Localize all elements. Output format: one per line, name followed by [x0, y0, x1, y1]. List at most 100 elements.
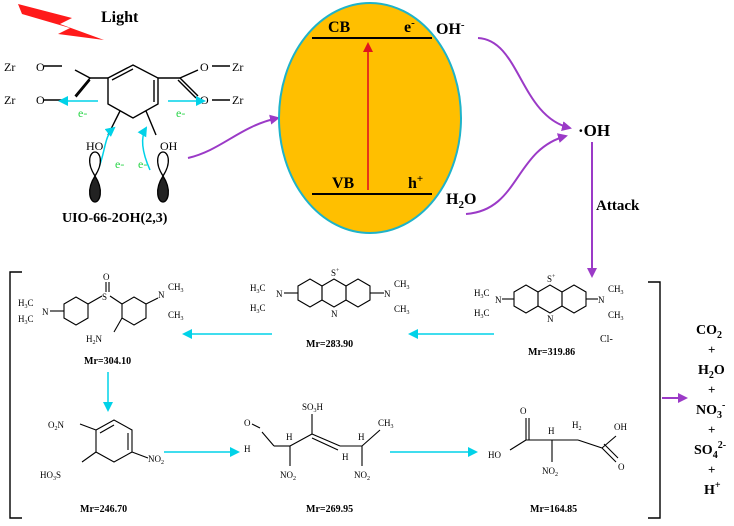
svg-text:N: N: [598, 295, 605, 305]
svg-text:CH3: CH3: [168, 282, 184, 294]
p-orbital-icon: [157, 151, 169, 203]
intermediate-6-substituents: O HO H NO2 H2 OH O: [488, 406, 627, 478]
oxygen-label: O: [36, 60, 45, 74]
svg-text:CH3: CH3: [168, 310, 184, 322]
svg-text:NO2: NO2: [542, 466, 558, 478]
svg-text:H3C: H3C: [18, 314, 34, 326]
electron-label: e-: [78, 106, 87, 120]
molecule-intermediate-3: [50, 282, 159, 333]
product-nitrate: NO3-: [696, 400, 725, 421]
svg-text:OH: OH: [614, 422, 627, 432]
hole-symbol: h+: [408, 173, 423, 192]
oxygen-label: O: [36, 93, 45, 107]
svg-text:NO2: NO2: [280, 470, 296, 482]
svg-text:N: N: [384, 289, 391, 299]
svg-text:CH3: CH3: [394, 279, 410, 291]
svg-text:O: O: [244, 418, 251, 428]
molecular-mass-label: Mr=269.95: [306, 504, 353, 515]
svg-text:N: N: [495, 295, 502, 305]
product-sulfate: SO42-: [694, 440, 726, 461]
molecule-intermediate-4: [79, 419, 149, 463]
oxygen-label: O: [200, 93, 209, 107]
product-co2: CO2: [696, 323, 722, 341]
transfer-arrow: [187, 114, 280, 159]
svg-text:H: H: [244, 444, 251, 454]
intermediate-4-substituents: O2N HO3S NO2: [40, 420, 164, 482]
zr-label: Zr: [232, 93, 243, 107]
hydroxide-to-radical-arrow: [477, 37, 572, 131]
water-label: H2O: [446, 191, 476, 211]
molecular-mass-label: Mr=283.90: [306, 339, 353, 350]
svg-text:O: O: [103, 272, 110, 282]
molecular-mass-label: Mr=304.10: [84, 356, 131, 367]
svg-text:S+: S+: [331, 268, 340, 278]
svg-text:N: N: [547, 314, 554, 324]
svg-text:CH3: CH3: [608, 284, 624, 296]
svg-text:H3C: H3C: [250, 283, 266, 295]
molecule-intermediate-6: [509, 418, 619, 463]
plus-sign: +: [708, 342, 715, 357]
plus-sign: +: [708, 462, 715, 477]
zr-label: Zr: [4, 60, 15, 74]
counter-ion-label: Cl-: [600, 334, 613, 345]
p-orbital-icon: [89, 151, 101, 203]
electron-label: e-: [138, 157, 147, 171]
svg-text:HO: HO: [488, 450, 501, 460]
electron-arrow-right-orbital: [137, 126, 151, 171]
product-proton: H+: [704, 480, 721, 498]
svg-text:H: H: [358, 432, 365, 442]
light-flash-icon: [18, 4, 104, 40]
linker-label: UIO-66-2OH(2,3): [62, 211, 168, 226]
light-label: Light: [101, 9, 139, 26]
intermediate-5-substituents: O H H NO2 SO3H H H NO2 CH3: [244, 402, 394, 482]
water-to-radical-arrow: [465, 133, 568, 215]
hydroxyl-label: HO: [86, 139, 104, 153]
linker-molecule: [44, 64, 230, 136]
pathway-bracket-left: [9, 271, 22, 519]
oxygen-label: O: [200, 60, 209, 74]
zr-label: Zr: [232, 60, 243, 74]
svg-text:O: O: [618, 462, 625, 472]
svg-text:H3C: H3C: [18, 298, 34, 310]
svg-text:N: N: [331, 309, 338, 319]
svg-text:CH3: CH3: [608, 310, 624, 322]
svg-text:NO2: NO2: [148, 454, 164, 466]
plus-sign: +: [708, 382, 715, 397]
svg-text:H2N: H2N: [86, 334, 103, 346]
radical-label: ·OH: [578, 121, 610, 140]
hydroxyl-label: OH: [160, 139, 178, 153]
plus-sign: +: [708, 422, 715, 437]
svg-text:HO3S: HO3S: [40, 470, 61, 482]
molecule-methylene-blue: [502, 284, 598, 314]
electron-label: e-: [176, 106, 185, 120]
svg-text:H2: H2: [572, 420, 582, 432]
svg-text:H: H: [548, 426, 555, 436]
hydroxide-label: OH-: [436, 19, 465, 38]
svg-text:N: N: [42, 307, 49, 317]
svg-text:S+: S+: [547, 274, 556, 284]
molecule-intermediate-2: [284, 278, 384, 308]
product-water: H2O: [698, 363, 725, 381]
svg-text:N: N: [158, 290, 165, 300]
intermediate-3-substituents: H3C H3C N S O N CH3 CH3 H2N: [18, 272, 184, 346]
cb-label: CB: [328, 19, 351, 36]
photocatalyst-particle: [278, 2, 462, 234]
pathway-bracket-right: [648, 281, 661, 519]
final-products: CO2 + H2O + NO3- + SO42- + H+: [694, 323, 726, 498]
svg-text:H3C: H3C: [250, 303, 266, 315]
zr-label: Zr: [4, 93, 15, 107]
svg-text:H3C: H3C: [474, 288, 490, 300]
molecular-mass-label: Mr=164.85: [530, 504, 577, 515]
attack-label: Attack: [596, 198, 640, 214]
svg-text:NO2: NO2: [354, 470, 370, 482]
methylene-blue-substituents: H3C H3C N N CH3 CH3 S+ N: [474, 274, 624, 324]
svg-text:H3C: H3C: [474, 308, 490, 320]
svg-text:H: H: [342, 452, 349, 462]
svg-text:O: O: [520, 406, 527, 416]
svg-text:SO3H: SO3H: [302, 402, 324, 414]
electron-symbol: e-: [404, 17, 415, 36]
electron-label: e-: [115, 157, 124, 171]
molecule-intermediate-5: [251, 414, 381, 466]
svg-text:N: N: [276, 289, 283, 299]
